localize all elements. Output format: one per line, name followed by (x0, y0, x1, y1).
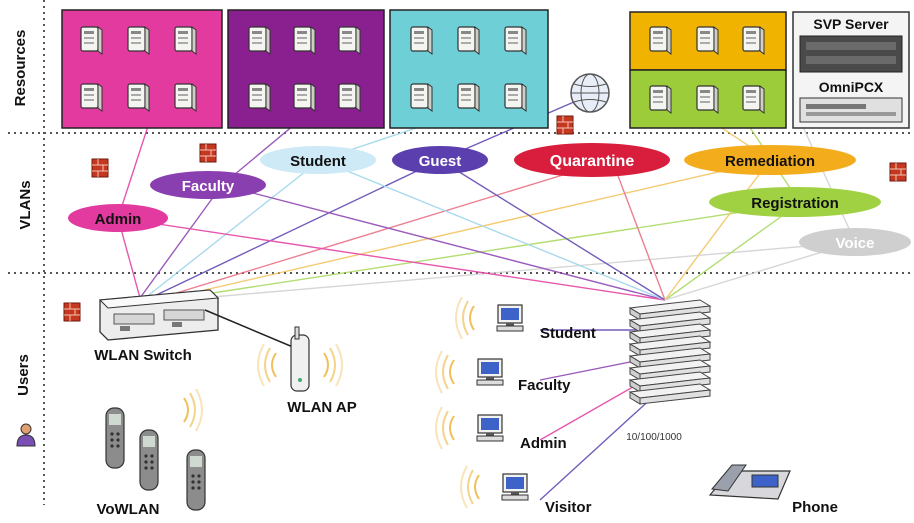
wifi-signal-icon (460, 465, 480, 509)
vlan-faculty: Faculty (150, 171, 266, 199)
server-icon (293, 83, 316, 112)
server-icon (248, 83, 271, 112)
server-icon (457, 83, 480, 112)
server-icon (742, 85, 765, 114)
switch-icon (628, 299, 712, 405)
firewall-icon (199, 143, 217, 163)
wireless-handset-icon (105, 407, 125, 469)
server-icon (248, 26, 271, 55)
vlan-registration-label: Registration (751, 195, 839, 212)
desktop-pc-icon (501, 473, 529, 501)
wifi-signal-icon (455, 296, 475, 340)
vlan-guest: Guest (392, 146, 488, 174)
wlan-switch-label: WLAN Switch (94, 347, 192, 364)
server-icon (338, 83, 361, 112)
server-icon (127, 26, 150, 55)
pc-label-visitor: Visitor (545, 499, 592, 516)
access-point-icon (290, 326, 310, 392)
desktop-pc-icon (496, 304, 524, 332)
firewall-icon (91, 158, 109, 178)
wifi-signal-icon (435, 406, 455, 450)
phone-label: Phone (792, 499, 838, 516)
pc-label-student: Student (540, 325, 596, 342)
server-icon (649, 85, 672, 114)
server-icon (649, 26, 672, 55)
ip-phone-icon (708, 464, 791, 500)
server-icon (742, 26, 765, 55)
server-icon (696, 26, 719, 55)
wireless-handset-icon (186, 449, 206, 511)
desktop-pc-icon (476, 358, 504, 386)
svp-omnipcx-box: SVP Server OmniPCX (792, 11, 910, 129)
port-speed-label: 10/100/1000 (626, 432, 682, 443)
vlan-student-label: Student (290, 153, 346, 170)
server-icon (80, 26, 103, 55)
wireless-handset-icon (139, 429, 159, 491)
user-pc-visitor: Visitor (460, 465, 592, 516)
server-icon (457, 26, 480, 55)
firewall-icon (63, 302, 81, 322)
svp-server-label: SVP Server (813, 16, 889, 32)
vlan-quarantine: Quarantine (514, 143, 670, 177)
user-pc-admin: Admin (435, 406, 567, 452)
desktop-pc-icon (476, 414, 504, 442)
pc-label-admin: Admin (520, 435, 567, 452)
wifi-signal-icon (435, 350, 455, 394)
vlan-registration: Registration (709, 187, 881, 217)
server-icon (504, 26, 527, 55)
vlan-faculty-label: Faculty (182, 178, 235, 195)
server-icon (410, 83, 433, 112)
vowlan-label: VoWLAN (96, 501, 159, 518)
firewall-icon (889, 162, 907, 182)
vlan-voice: Voice (799, 228, 911, 256)
server-icon (410, 26, 433, 55)
section-label-resources: Resources (12, 30, 29, 107)
vlan-ellipses: Student Guest Quarantine Remediation Fac… (68, 143, 911, 256)
server-icon (696, 85, 719, 114)
vlan-remediation-label: Remediation (725, 153, 815, 170)
switch-ap-link (204, 309, 301, 351)
wifi-signal-icon (183, 388, 203, 432)
globe-icon (570, 73, 610, 113)
omnipcx-label: OmniPCX (819, 79, 884, 95)
firewall-icon (556, 115, 574, 135)
vlan-student: Student (260, 146, 376, 174)
section-label-vlans: VLANs (17, 180, 34, 229)
server-icon (127, 83, 150, 112)
server-icon (174, 26, 197, 55)
wifi-signal-icon (257, 343, 277, 387)
server-icon (293, 26, 316, 55)
vlan-remediation: Remediation (684, 145, 856, 175)
user-pc-faculty: Faculty (435, 350, 571, 394)
wlan-ap-label: WLAN AP (287, 399, 356, 416)
section-label-users: Users (15, 354, 32, 396)
vlan-quarantine-label: Quarantine (550, 153, 635, 170)
vlan-voice-label: Voice (836, 235, 875, 252)
vlan-admin: Admin (68, 204, 168, 232)
vlan-admin-label: Admin (95, 211, 142, 228)
wlan-switch-icon (98, 289, 220, 341)
wifi-signal-icon (323, 343, 343, 387)
pc-label-faculty: Faculty (518, 377, 571, 394)
user-icon (16, 423, 36, 447)
server-icon (504, 83, 527, 112)
server-icon (80, 83, 103, 112)
user-pc-student: Student (455, 296, 596, 342)
server-icon (338, 26, 361, 55)
server-icon (174, 83, 197, 112)
vlan-guest-label: Guest (419, 153, 462, 170)
